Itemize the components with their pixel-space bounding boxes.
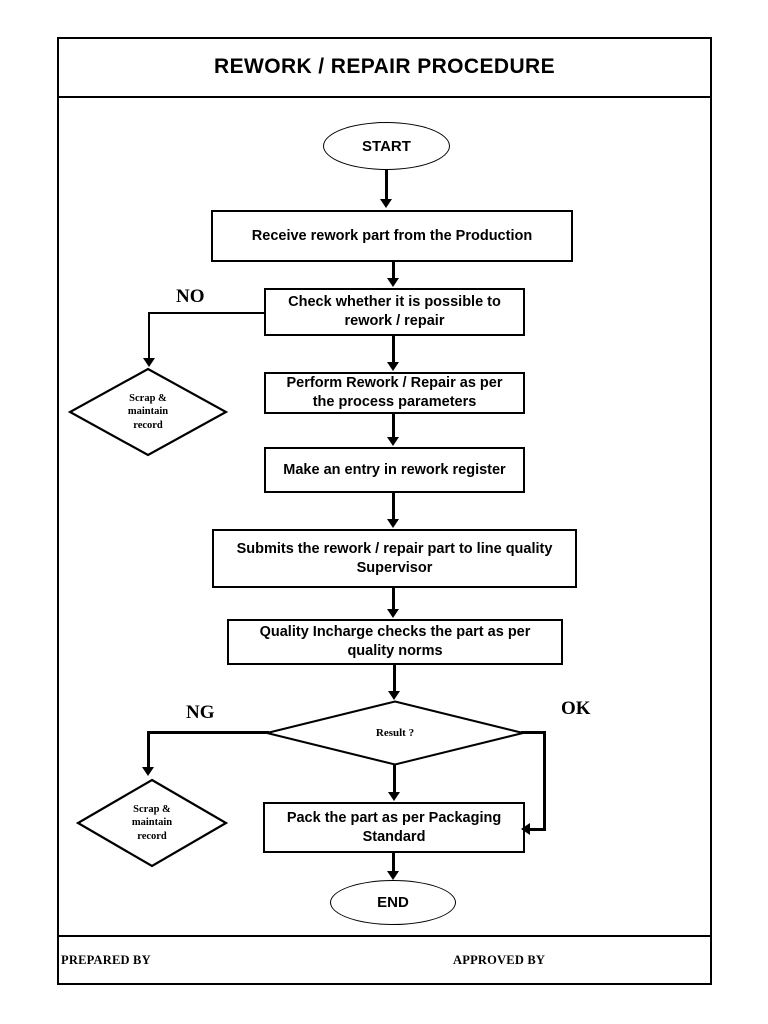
branch-label-ok: OK: [561, 698, 591, 719]
node-receive-part-label: Receive rework part from the Production: [251, 227, 533, 244]
edge-result-to-scrap-arrow: [142, 767, 154, 776]
footer-bar: PREPARED BY APPROVED BY: [57, 935, 712, 985]
node-start[interactable]: START: [323, 122, 450, 170]
edge-check-to-scrap-vertical: [148, 312, 150, 361]
edge-result-to-pack-arrow: [521, 823, 530, 835]
node-check-possible[interactable]: Check whether it is possible to rework /…: [264, 288, 525, 336]
footer-prepared-by: PREPARED BY: [61, 953, 151, 967]
edge-submit-to-inspect: [392, 588, 395, 610]
edge-check-to-scrap-arrow: [143, 358, 155, 367]
edge-perform-to-entry-arrow: [387, 437, 399, 446]
branch-label-ng: NG: [186, 702, 215, 723]
node-make-entry[interactable]: Make an entry in rework register: [264, 447, 525, 493]
edge-result-to-pack-vertical: [543, 731, 546, 830]
node-scrap-maintain-record-2[interactable]: Scrap & maintain record: [76, 778, 228, 868]
edge-result-down-to-pack: [393, 764, 396, 794]
edge-result-to-pack-horizontal-top: [521, 731, 546, 734]
node-perform-rework[interactable]: Perform Rework / Repair as per the proce…: [264, 372, 525, 414]
edge-perform-to-entry: [392, 414, 395, 438]
node-check-possible-label: Check whether it is possible to rework /…: [288, 294, 501, 329]
edge-check-to-scrap-horizontal: [148, 312, 265, 314]
node-scrap-maintain-record-1[interactable]: Scrap & maintain record: [68, 367, 228, 457]
node-submit-part-label: Submits the rework / repair part to line…: [236, 540, 553, 576]
node-end[interactable]: END: [330, 880, 456, 925]
node-start-label: START: [362, 137, 411, 155]
diamond-outline-1: [68, 367, 228, 457]
node-pack-part[interactable]: Pack the part as per Packaging Standard: [263, 802, 525, 853]
edge-result-to-scrap-vertical: [147, 731, 150, 770]
node-make-entry-label: Make an entry in rework register: [283, 461, 506, 478]
edge-inspect-to-result: [393, 665, 396, 693]
footer-approved-by: APPROVED BY: [453, 953, 546, 967]
edge-entry-to-submit-arrow: [387, 519, 399, 528]
diamond-outline-result: [266, 700, 524, 766]
edge-pack-to-end-arrow: [387, 871, 399, 880]
node-submit-part[interactable]: Submits the rework / repair part to line…: [212, 529, 577, 588]
edge-inspect-to-result-arrow: [388, 691, 400, 700]
edge-receive-to-check: [392, 262, 395, 280]
node-pack-part-label: Pack the part as per Packaging Standard: [286, 809, 502, 845]
edge-result-to-pack-horizontal-bottom: [530, 828, 546, 831]
edge-start-to-receive: [385, 170, 388, 201]
page-title: REWORK / REPAIR PROCEDURE: [214, 54, 555, 78]
edge-submit-to-inspect-arrow: [387, 609, 399, 618]
edge-result-down-to-pack-arrow: [388, 792, 400, 801]
edge-entry-to-submit: [392, 493, 395, 520]
node-perform-rework-label: Perform Rework / Repair as per the proce…: [286, 375, 503, 410]
node-receive-part[interactable]: Receive rework part from the Production: [211, 210, 573, 262]
branch-label-no: NO: [176, 286, 205, 307]
edge-start-to-receive-arrow: [380, 199, 392, 208]
title-bar: REWORK / REPAIR PROCEDURE: [57, 37, 712, 98]
node-result-decision[interactable]: Result ?: [265, 700, 525, 766]
node-quality-check-label: Quality Incharge checks the part as per …: [259, 624, 531, 659]
node-end-label: END: [377, 894, 409, 911]
edge-result-to-scrap-horizontal: [147, 731, 269, 734]
node-quality-check[interactable]: Quality Incharge checks the part as per …: [227, 619, 563, 665]
edge-receive-to-check-arrow: [387, 278, 399, 287]
edge-pack-to-end: [392, 853, 395, 873]
edge-check-to-perform-arrow: [387, 362, 399, 371]
diamond-outline-2: [76, 778, 228, 868]
edge-check-to-perform: [392, 336, 395, 363]
